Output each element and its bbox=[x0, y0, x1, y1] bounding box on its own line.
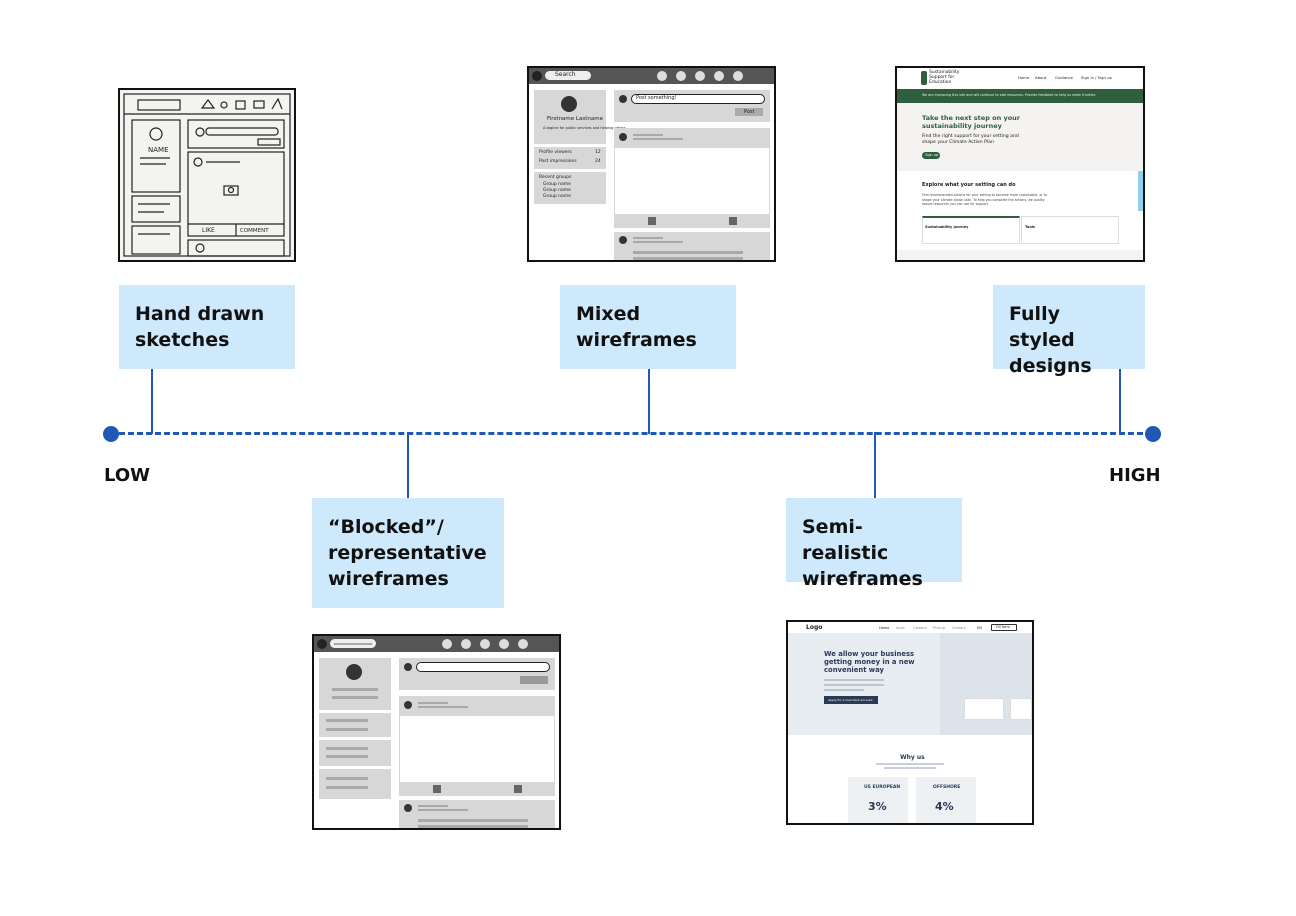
semi-nav-item: Careers bbox=[952, 626, 966, 630]
sketch-drawing: NAME LIKE COMMENT bbox=[123, 93, 291, 257]
styled-brand-text: Sustainability bbox=[929, 70, 960, 75]
thumbnail-hand-drawn-sketch: NAME LIKE COMMENT bbox=[118, 88, 296, 262]
semi-hero-button-text: Apply for a merchant account bbox=[828, 698, 873, 702]
styled-hero-title: sustainability journey bbox=[922, 122, 1002, 130]
axis-low-endpoint bbox=[103, 426, 119, 442]
styled-explore-body: assure resources you can use for support… bbox=[922, 202, 989, 206]
semi-nav-item: Careers bbox=[913, 626, 927, 630]
styled-brand-text: Support for bbox=[929, 75, 955, 80]
styled-card-title: Sustainability journey bbox=[925, 225, 969, 229]
styled-nav-item: About bbox=[1035, 75, 1047, 80]
semi-hero-title: convenient way bbox=[824, 666, 884, 674]
semi-card-title: OFFSHORE bbox=[933, 785, 961, 790]
semi-hero-title: getting money in a new bbox=[824, 658, 915, 666]
axis-high-endpoint bbox=[1145, 426, 1161, 442]
semi-hero-title: We allow your business bbox=[824, 650, 915, 658]
semi-card-value: 4% bbox=[935, 800, 954, 813]
thumbnail-fully-styled-design: Sustainability Support for Education Hom… bbox=[895, 66, 1145, 262]
styled-nav-item: Guidance bbox=[1055, 75, 1073, 80]
semi-card-title: US EUROPEAN bbox=[864, 785, 901, 790]
connector-semi-realistic bbox=[874, 432, 876, 498]
thumbnail-blocked-wireframe bbox=[312, 634, 561, 830]
connector-fully-styled bbox=[1119, 368, 1121, 434]
mixed-post-input-text: Post something! bbox=[636, 95, 677, 101]
connector-mixed bbox=[648, 368, 650, 434]
sketch-like-text: LIKE bbox=[202, 227, 215, 234]
styled-hero-subtitle: shape your Climate Action Plan bbox=[922, 140, 994, 145]
styled-explore-body: shape your climate action plan. To help … bbox=[922, 197, 1045, 202]
semi-nav-item: Pricing bbox=[933, 626, 945, 630]
semi-card-value: 3% bbox=[868, 800, 887, 813]
connector-blocked bbox=[407, 432, 409, 498]
thumbnail-semi-realistic-wireframe: Logo Home Apps Careers Pricing Careers E… bbox=[786, 620, 1034, 825]
mixed-post-impressions-value: 24 bbox=[595, 159, 601, 164]
mixed-profile-name: Firstname Lastname bbox=[547, 116, 603, 122]
mixed-group-item: Group name bbox=[543, 194, 571, 199]
mixed-recent-groups: Recent groups bbox=[539, 175, 572, 180]
styled-nav-item: Home bbox=[1018, 75, 1030, 80]
mixed-post-impressions-label: Post impressions bbox=[539, 159, 577, 164]
styled-banner-text: We are improving this site and will cont… bbox=[922, 93, 1097, 97]
mixed-profile-bio: A tagline for public services and helpin… bbox=[543, 126, 626, 130]
fidelity-axis bbox=[110, 432, 1152, 435]
styled-explore-title: Explore what your setting can do bbox=[922, 182, 1016, 188]
styled-hero-title: Take the next step on your bbox=[922, 114, 1020, 122]
semi-nav-item: EN bbox=[977, 626, 982, 630]
thumbnail-mixed-wireframe: Search Firstname Lastname A tagline for … bbox=[527, 66, 776, 262]
styled-explore-body: Find recommended actions for your settin… bbox=[922, 193, 1047, 197]
styled-hero-subtitle: Find the right support for your setting … bbox=[922, 134, 1019, 139]
semi-logo-text: Logo bbox=[806, 624, 823, 631]
semi-why-us-title: Why us bbox=[900, 754, 925, 761]
axis-high-label: HIGH bbox=[1109, 465, 1161, 486]
styled-card-title: Tools bbox=[1025, 225, 1036, 229]
sketch-comment-text: COMMENT bbox=[240, 228, 269, 234]
semi-nav-item: Apps bbox=[896, 626, 905, 630]
mixed-group-item: Group name bbox=[543, 182, 571, 187]
mixed-profile-viewers-label: Profile viewers bbox=[539, 150, 572, 155]
mixed-group-item: Group name bbox=[543, 188, 571, 193]
styled-brand-text: Education bbox=[929, 80, 952, 85]
styled-nav-item: Sign in / Sign up bbox=[1081, 75, 1112, 80]
styled-logo-icon bbox=[921, 71, 927, 85]
semi-nav-button-text: Fill form bbox=[996, 625, 1010, 629]
mixed-post-button-text: Post bbox=[744, 109, 755, 115]
mixed-profile-viewers-value: 12 bbox=[595, 150, 601, 155]
axis-low-label: LOW bbox=[104, 465, 150, 486]
connector-hand-drawn bbox=[151, 368, 153, 434]
sketch-name-text: NAME bbox=[148, 146, 169, 154]
styled-hero-button-text: Sign up bbox=[925, 153, 939, 157]
mixed-search-text: Search bbox=[555, 71, 576, 78]
semi-nav-item: Home bbox=[879, 626, 890, 630]
